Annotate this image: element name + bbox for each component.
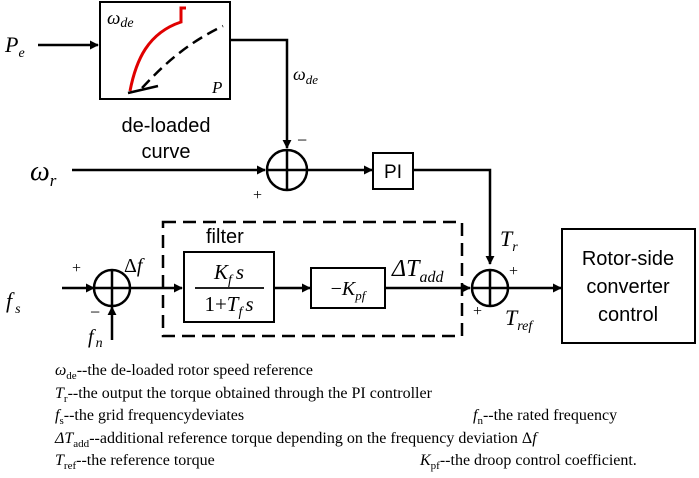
filter-label: filter — [206, 226, 244, 248]
legend-row-tadd: ΔTadd--additional reference torque depen… — [55, 429, 537, 450]
legend-text: --the output the torque obtained through… — [67, 384, 432, 402]
sum1-minus-sign: − — [297, 130, 307, 150]
tr-wire — [413, 168, 495, 265]
filter-region — [161, 220, 464, 338]
pe-label: Pe — [4, 32, 25, 61]
legend: ωde--the de-loaded rotor speed reference… — [55, 360, 695, 473]
curve-caption-line2: curve — [142, 141, 191, 163]
sum2-minus-sign: − — [90, 302, 100, 322]
tref-signal-label: Tref — [505, 305, 534, 334]
deloaded-curve-red — [128, 6, 186, 92]
gain-label: −Kpf — [331, 278, 368, 303]
rsc-line3: control — [598, 304, 658, 326]
legend-row-omega-de: ωde--the de-loaded rotor speed reference — [55, 360, 695, 383]
legend-col2-kpf: Kpf--the droop control coefficient. — [420, 452, 637, 473]
legend-text: --the grid frequencydeviates — [63, 407, 245, 424]
sum2-plus-sign: + — [72, 260, 81, 277]
omega-de-wire — [230, 38, 292, 149]
pi-block — [372, 152, 414, 190]
curve-omega-de-label: ωde — [107, 8, 134, 31]
legend-text: --the de-loaded rotor speed reference — [76, 362, 313, 379]
summing-junction-3 — [470, 268, 510, 308]
curve-caption-line1: de-loaded — [122, 115, 211, 137]
legend-row-tref: Tref--the reference torque Kpf--the droo… — [55, 450, 695, 473]
delta-tadd-label: ΔTadd — [391, 256, 444, 286]
deloaded-curve-dashed — [141, 24, 224, 89]
legend-row-tr: Tr--the output the torque obtained throu… — [55, 383, 695, 406]
legend-symbol: ΔTadd — [55, 429, 90, 450]
tr-signal-label: Tr — [500, 226, 518, 255]
omega-de-signal-label: ωde — [293, 64, 318, 87]
summing-junction-2 — [92, 268, 132, 308]
delta-f-label: Δf — [124, 255, 145, 277]
sum3-plus-bottom: + — [473, 303, 482, 320]
summing-junction-1 — [265, 148, 309, 192]
legend-text: --the reference torque — [76, 452, 215, 469]
deloaded-curve-block — [99, 1, 231, 100]
curve-p-label: P — [211, 78, 222, 97]
pi-label: PI — [384, 162, 402, 183]
legend-symbol: fs — [55, 407, 64, 428]
legend-symbol: Tr — [55, 384, 68, 405]
omega-r-label: ωr — [30, 156, 57, 190]
rsc-line1: Rotor-side — [582, 248, 674, 270]
curve-base-line — [127, 84, 159, 95]
rsc-line2: converter — [586, 276, 670, 298]
droop-gain-block — [310, 267, 386, 309]
sum1-plus-sign: + — [253, 187, 262, 204]
legend-symbol: ωde — [55, 362, 77, 383]
legend-text: --additional reference torque depending … — [89, 429, 533, 447]
legend-col2-fn: fn--the rated frequency — [473, 407, 618, 428]
legend-row-fs: fs--the grid frequencydeviates fn--the r… — [55, 405, 695, 428]
legend-symbol: Tref — [55, 452, 77, 473]
sum3-plus-top: + — [509, 263, 518, 280]
rotor-side-converter-block — [561, 228, 696, 344]
